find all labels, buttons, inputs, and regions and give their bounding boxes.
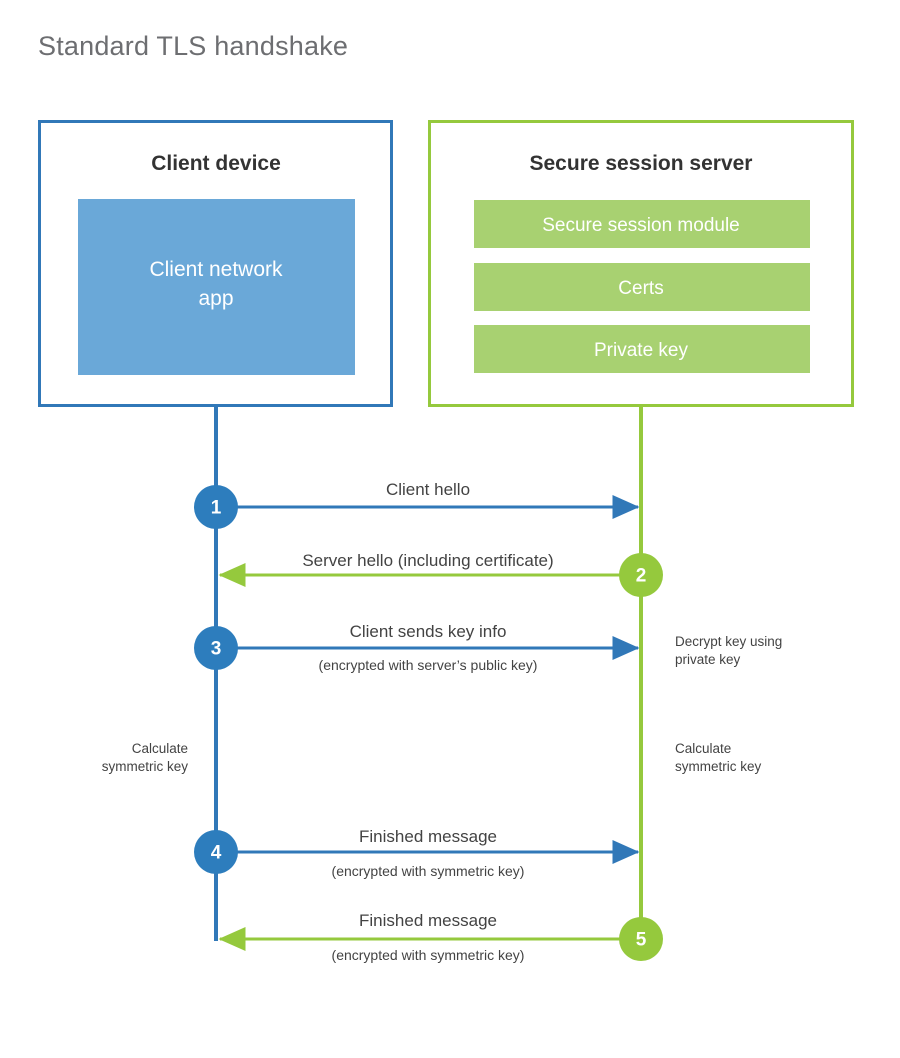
server-calculate-note-line2: symmetric key — [675, 759, 762, 774]
step-4-group: Finished message (encrypted with symmetr… — [194, 827, 640, 879]
step-4-sublabel: (encrypted with symmetric key) — [332, 863, 525, 879]
secure-session-server-panel: Secure session server Secure session mod… — [428, 120, 854, 407]
step-5-number: 5 — [636, 930, 647, 951]
server-calculate-note-line1: Calculate — [675, 741, 731, 756]
private-key-rect — [474, 325, 810, 373]
client-calculate-note: Calculate symmetric key — [102, 741, 189, 774]
server-decrypt-note-line1: Decrypt key using — [675, 634, 782, 649]
step-1-label: Client hello — [386, 480, 470, 499]
certs-label: Certs — [618, 278, 663, 299]
step-4-marker — [194, 830, 238, 874]
step-2-group: Server hello (including certificate) 2 — [218, 551, 663, 597]
certs-rect — [474, 263, 810, 311]
step-3-marker — [194, 626, 238, 670]
step-1-group: Client hello 1 — [194, 480, 640, 529]
step-2-number: 2 — [636, 566, 647, 587]
server-decrypt-note: Decrypt key using private key — [675, 634, 782, 667]
step-3-group: Client sends key info (encrypted with se… — [194, 622, 640, 673]
step-3-sublabel: (encrypted with server’s public key) — [319, 657, 538, 673]
server-calculate-note: Calculate symmetric key — [675, 741, 762, 774]
client-device-panel: Client device Client network app — [38, 120, 393, 407]
server-decrypt-note-line2: private key — [675, 652, 741, 667]
step-3-number: 3 — [211, 639, 222, 660]
step-5-group: Finished message (encrypted with symmetr… — [218, 911, 663, 963]
client-network-app-label-line1: Client network — [149, 258, 283, 281]
secure-session-module-rect — [474, 200, 810, 248]
step-1-marker — [194, 485, 238, 529]
private-key-label: Private key — [594, 340, 688, 361]
client-device-title: Client device — [151, 152, 281, 175]
client-calculate-note-line1: Calculate — [132, 741, 188, 756]
step-4-label: Finished message — [359, 827, 497, 846]
step-5-sublabel: (encrypted with symmetric key) — [332, 947, 525, 963]
step-5-marker — [619, 917, 663, 961]
step-1-number: 1 — [211, 498, 222, 519]
step-4-number: 4 — [211, 843, 222, 864]
page-title: Standard TLS handshake — [38, 31, 348, 61]
secure-session-module-label: Secure session module — [542, 215, 740, 236]
client-network-app-label-line2: app — [198, 287, 233, 310]
step-5-label: Finished message — [359, 911, 497, 930]
client-calculate-note-line2: symmetric key — [102, 759, 189, 774]
client-network-app-rect — [78, 199, 355, 375]
step-3-label: Client sends key info — [350, 622, 507, 641]
step-2-marker — [619, 553, 663, 597]
step-2-label: Server hello (including certificate) — [302, 551, 553, 570]
secure-session-server-title: Secure session server — [530, 152, 753, 175]
